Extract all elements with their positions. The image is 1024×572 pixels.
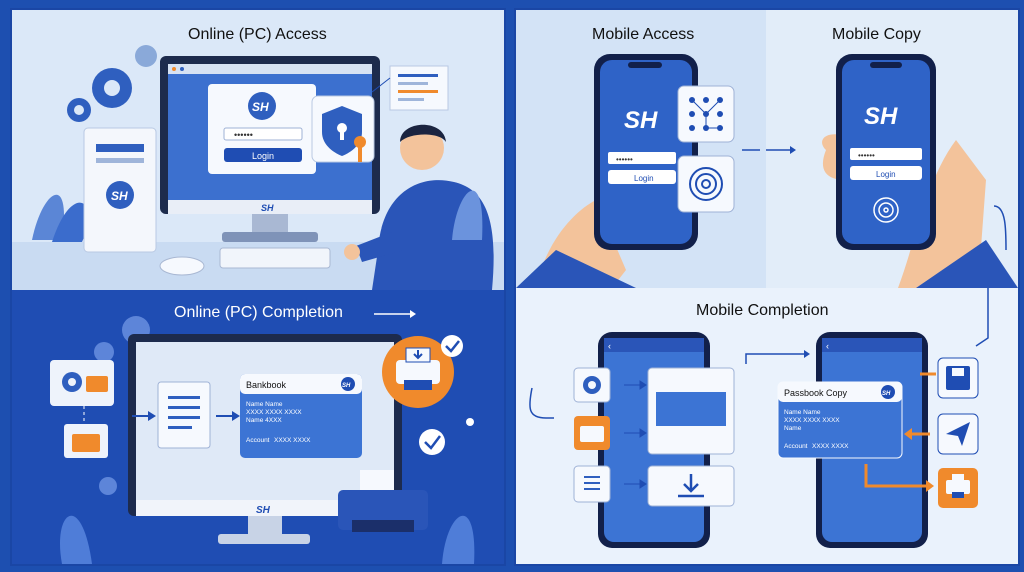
svg-text:SH: SH: [252, 100, 269, 114]
svg-text:Name Name: Name Name: [784, 409, 821, 416]
document-icon: [573, 465, 611, 503]
mobile-copy-illustration: SH •••••• Login: [766, 54, 1018, 288]
printer-icon[interactable]: [938, 468, 978, 508]
svg-text:Name Name: Name Name: [246, 401, 283, 408]
check-icon: [419, 335, 463, 455]
folder-icon: [64, 424, 108, 458]
svg-text:••••••: ••••••: [858, 151, 875, 160]
mobile-completion-title: Mobile Completion: [696, 302, 829, 319]
svg-text:SH: SH: [624, 107, 658, 134]
svg-text:••••••: ••••••: [616, 155, 633, 164]
pc-completion-illustration: SH Bankbook SH Name Name: [50, 310, 475, 564]
folder-icon: [574, 416, 610, 450]
mobile-passbook-card: Passbook Copy SH Name Name XXXX XXXX XXX…: [777, 381, 903, 459]
svg-text:Bankbook: Bankbook: [246, 380, 287, 390]
svg-text:SH: SH: [864, 103, 898, 130]
pattern-lock-icon: [677, 85, 735, 143]
mobile-copy-phone: SH •••••• Login: [836, 54, 936, 250]
gear-icon: [573, 367, 611, 403]
svg-text:Login: Login: [876, 170, 896, 179]
mobile-access-phone: SH •••••• Login: [594, 54, 698, 250]
printer-icon: [382, 336, 454, 408]
mobile-login-button[interactable]: [608, 170, 676, 184]
shield-key-icon: [311, 95, 375, 163]
svg-text:‹: ‹: [826, 341, 829, 351]
svg-text:Passbook Copy: Passbook Copy: [784, 388, 848, 398]
document-icon: [157, 381, 211, 449]
desk-printer: [338, 470, 428, 532]
svg-text:Name 4XXX: Name 4XXX: [246, 417, 282, 424]
flow-gear-folder: [50, 360, 114, 406]
pc-tower: SH: [83, 127, 157, 253]
pc-completion-section: Online (PC) Completion SH: [12, 290, 504, 564]
svg-text:Name: Name: [784, 425, 802, 432]
svg-text:XXXX XXXX: XXXX XXXX: [812, 443, 849, 450]
svg-text:Login: Login: [634, 174, 654, 183]
svg-text:XXXX XXXX XXXX: XXXX XXXX XXXX: [246, 409, 302, 416]
mobile-copy-title: Mobile Copy: [832, 26, 921, 43]
mobile-completion-section: Mobile Completion ‹: [516, 288, 1018, 564]
svg-text:SH: SH: [261, 203, 274, 213]
svg-text:SH: SH: [882, 391, 891, 397]
fingerprint-icon: [873, 197, 899, 223]
pc-login-card: SH •••••• Login: [208, 84, 316, 174]
pc-login-button[interactable]: [224, 148, 302, 162]
svg-text:SH: SH: [256, 505, 271, 516]
save-icon[interactable]: [937, 357, 979, 399]
svg-text:Account: Account: [784, 443, 808, 450]
fingerprint-icon: [677, 155, 735, 213]
send-icon[interactable]: [937, 413, 979, 455]
svg-text:XXXX XXXX: XXXX XXXX: [274, 437, 311, 444]
pc-access-section: Online (PC) Access SH: [12, 10, 504, 290]
svg-text:XXXX XXXX XXXX: XXXX XXXX XXXX: [784, 417, 840, 424]
svg-text:SH: SH: [342, 383, 351, 389]
mobile-access-illustration: SH •••••• Login: [516, 54, 760, 288]
mobile-completion-illustration: ‹: [529, 288, 989, 548]
mobile-panel: Mobile Access SH •••••• Login: [514, 8, 1020, 566]
download-icon: [647, 465, 735, 507]
svg-text:••••••: ••••••: [234, 130, 253, 140]
pc-bankbook-card: Bankbook SH Name Name XXXX XXXX XXXX Nam…: [240, 374, 362, 458]
svg-text:SH: SH: [111, 189, 128, 203]
mobile-access-title: Mobile Access: [592, 26, 695, 43]
pc-completion-title: Online (PC) Completion: [174, 304, 343, 321]
pc-panel: Online (PC) Access SH: [10, 8, 506, 566]
pc-access-illustration: SH SH SH •••••• Login: [12, 45, 504, 290]
svg-text:Login: Login: [252, 151, 274, 161]
svg-text:‹: ‹: [608, 341, 611, 351]
mobile-copy-section: Mobile Copy SH •••••• Login: [766, 10, 1018, 288]
gear-icon: [67, 45, 157, 122]
mobile-access-section: Mobile Access SH •••••• Login: [516, 10, 766, 288]
copy-login-button[interactable]: [850, 166, 922, 180]
pc-access-title: Online (PC) Access: [188, 26, 327, 43]
svg-text:Account: Account: [246, 437, 270, 444]
info-callout: [371, 65, 449, 111]
